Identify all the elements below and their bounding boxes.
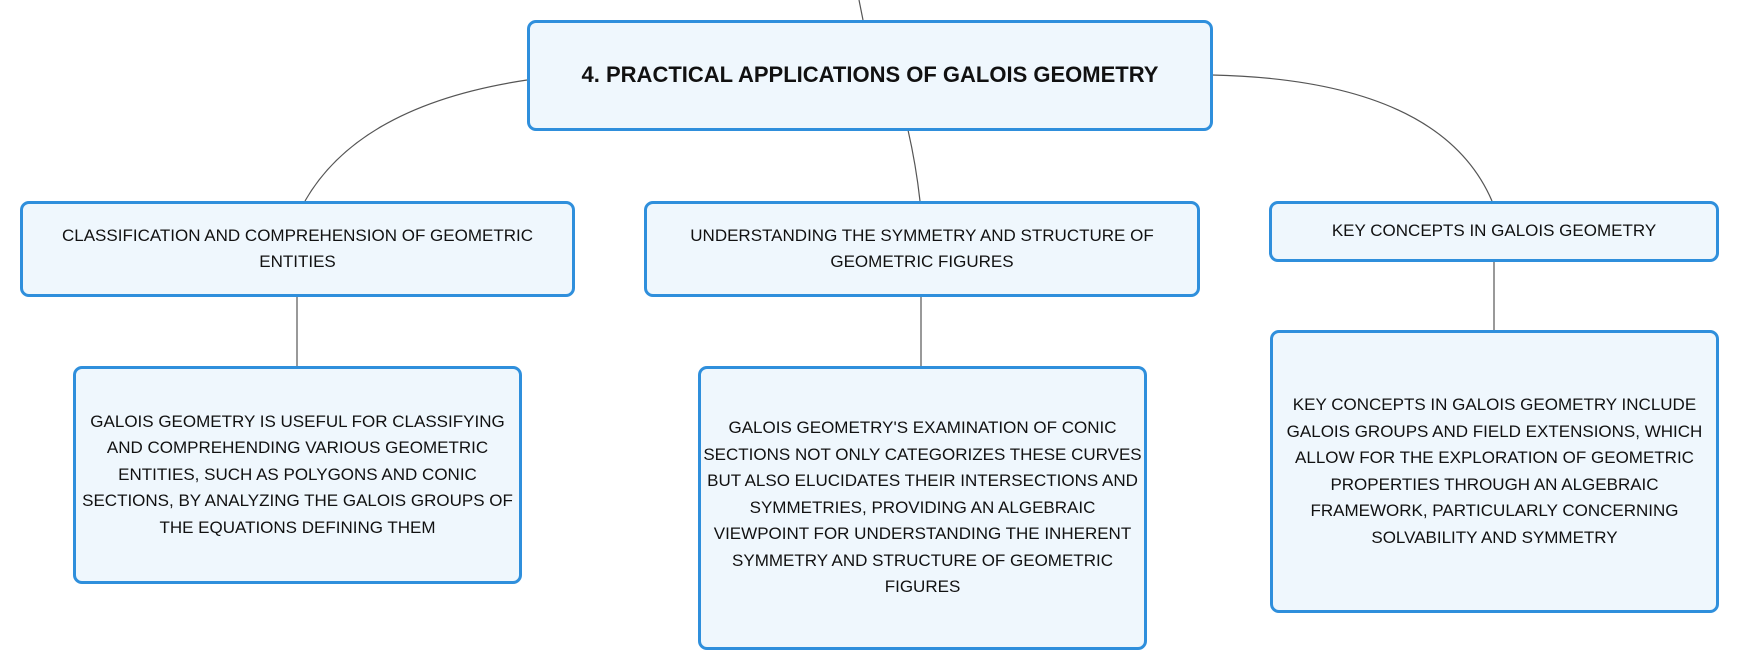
detail-node-classification[interactable]: GALOIS GEOMETRY IS USEFUL FOR CLASSIFYIN… (73, 366, 522, 584)
node-text-line: SECTIONS, BY ANALYZING THE GALOIS GROUPS… (82, 491, 513, 511)
node-text-line: AND COMPREHENDING VARIOUS GEOMETRIC (106, 438, 489, 458)
node-text-line: SYMMETRIES, PROVIDING AN ALGEBRAIC (749, 497, 1096, 517)
node-text-line: GALOIS GEOMETRY'S EXAMINATION OF CONIC (728, 418, 1117, 438)
branch-node-symmetry[interactable]: UNDERSTANDING THE SYMMETRY AND STRUCTURE… (644, 201, 1200, 297)
node-text-line: GEOMETRIC FIGURES (830, 252, 1014, 271)
connector-root-to-branch-1 (304, 79, 528, 202)
node-text-line: KEY CONCEPTS IN GALOIS GEOMETRY (1331, 221, 1657, 241)
root-title: 4. PRACTICAL APPLICATIONS OF GALOIS GEOM… (581, 62, 1159, 88)
detail-node-symmetry[interactable]: GALOIS GEOMETRY'S EXAMINATION OF CONIC S… (698, 366, 1147, 650)
connector-root-to-branch-3 (1211, 74, 1493, 202)
node-text-line: UNDERSTANDING THE SYMMETRY AND STRUCTURE… (690, 225, 1154, 245)
node-text-line: ENTITIES, SUCH AS POLYGONS AND CONIC (118, 464, 477, 484)
node-text-line: FIGURES (884, 577, 961, 597)
node-text-line: FRAMEWORK, PARTICULARLY CONCERNING (1310, 501, 1679, 520)
node-text-line: GALOIS GROUPS AND FIELD EXTENSIONS, WHIC… (1286, 421, 1703, 441)
node-text-line: THE EQUATIONS DEFINING THEM (159, 517, 436, 537)
branch-node-key-concepts[interactable]: KEY CONCEPTS IN GALOIS GEOMETRY (1269, 201, 1719, 262)
root-node[interactable]: 4. PRACTICAL APPLICATIONS OF GALOIS GEOM… (527, 20, 1213, 131)
node-text-line: BUT ALSO ELUCIDATES THEIR INTERSECTIONS … (707, 471, 1138, 491)
node-text-line: SYMMETRY AND STRUCTURE OF GEOMETRIC (732, 550, 1113, 570)
branch-node-classification[interactable]: CLASSIFICATION AND COMPREHENSION OF GEOM… (20, 201, 575, 297)
node-text-line: CLASSIFICATION AND COMPREHENSION OF GEOM… (61, 225, 533, 245)
detail-node-key-concepts[interactable]: KEY CONCEPTS IN GALOIS GEOMETRY INCLUDE … (1270, 330, 1719, 613)
node-text-line: PROPERTIES THROUGH AN ALGEBRAIC (1330, 474, 1659, 494)
node-text-line: ENTITIES (259, 252, 336, 271)
connector-parent-to-root (858, 0, 864, 21)
node-text-line: SOLVABILITY AND SYMMETRY (1371, 527, 1618, 547)
node-text-line: SECTIONS NOT ONLY CATEGORIZES THESE CURV… (703, 444, 1142, 464)
connector-root-to-branch-2 (907, 129, 921, 202)
node-text-line: GALOIS GEOMETRY IS USEFUL FOR CLASSIFYIN… (90, 411, 505, 431)
node-text-line: KEY CONCEPTS IN GALOIS GEOMETRY INCLUDE (1292, 395, 1697, 414)
node-text-line: VIEWPOINT FOR UNDERSTANDING THE INHERENT (713, 524, 1132, 544)
node-text-line: ALLOW FOR THE EXPLORATION OF GEOMETRIC (1295, 448, 1694, 467)
